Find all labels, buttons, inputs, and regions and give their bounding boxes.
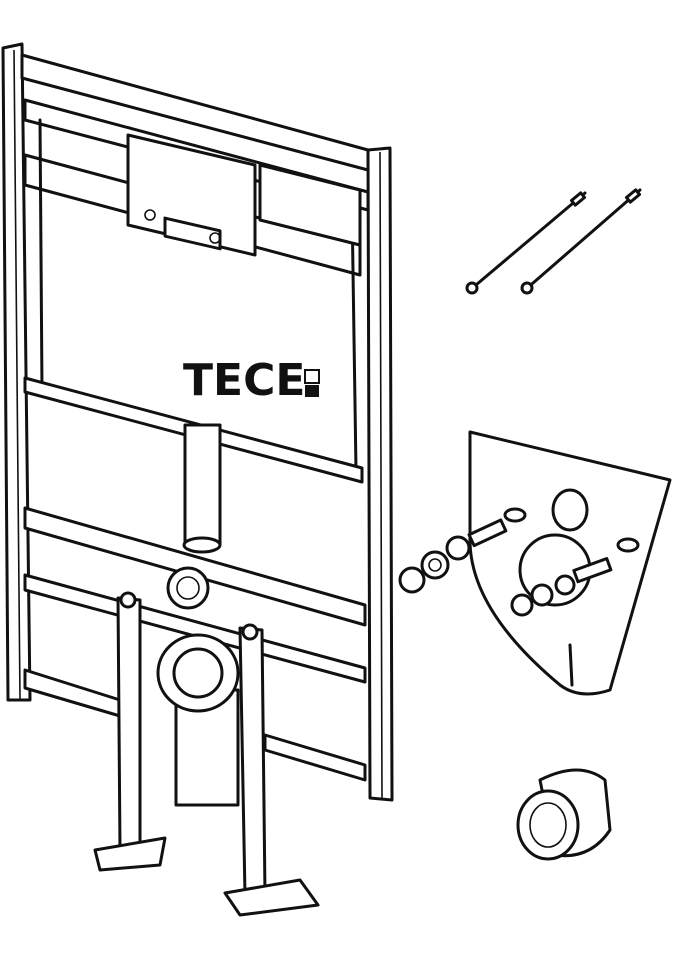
logo-text: TECE bbox=[183, 355, 305, 406]
washers-and-nuts bbox=[398, 518, 508, 594]
connector-sleeve bbox=[516, 768, 612, 861]
brand-logo: TECE bbox=[183, 355, 320, 406]
sound-insulation-plate bbox=[468, 430, 672, 696]
installation-frame bbox=[1, 42, 394, 917]
fixing-rods bbox=[465, 188, 642, 295]
